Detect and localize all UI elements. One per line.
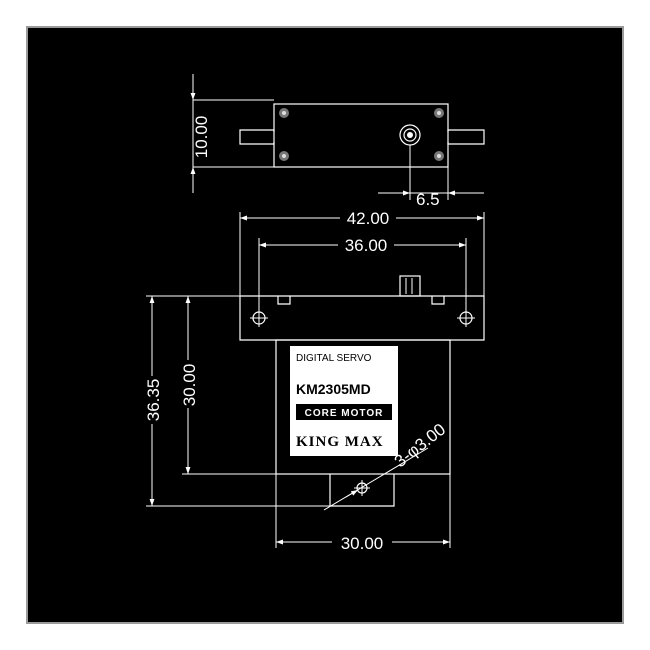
dim-horn-offset: 6.5 xyxy=(416,190,440,209)
output-shaft xyxy=(399,124,421,146)
dim-total-width: 42.00 xyxy=(347,209,390,228)
label-line3: CORE MOTOR xyxy=(305,408,384,419)
mount-holes xyxy=(250,309,475,327)
drawing-frame: 10.00 6.5 42.00 36.00 xyxy=(26,26,624,624)
servo-technical-drawing: 10.00 6.5 42.00 36.00 xyxy=(140,74,485,553)
servo-body xyxy=(275,339,451,475)
dim-body-width: 30.00 xyxy=(341,534,384,553)
hole-leader xyxy=(323,447,429,511)
top-view: 10.00 6.5 xyxy=(190,74,485,209)
shaft-side xyxy=(399,275,421,297)
top-right-tab xyxy=(447,129,485,145)
mount-flange xyxy=(239,295,485,341)
front-view: 42.00 36.00 DIGITAL SERVO K xyxy=(140,208,485,553)
wire-exit xyxy=(329,474,395,507)
label-model: KM2305MD xyxy=(296,381,371,397)
product-label: DIGITAL SERVO KM2305MD CORE MOTOR KING M… xyxy=(290,346,398,456)
dim-hole-note: 3-φ3.00 xyxy=(391,420,449,471)
label-line1: DIGITAL SERVO xyxy=(296,353,372,364)
label-brand: KING MAX xyxy=(296,434,384,450)
top-screws xyxy=(279,108,444,161)
dim-total-height: 36.35 xyxy=(144,379,163,422)
top-left-tab xyxy=(239,129,275,145)
dim-top-height: 10.00 xyxy=(192,116,211,159)
top-body xyxy=(273,103,449,168)
dim-body-height: 30.00 xyxy=(180,364,199,407)
dim-hole-spacing: 36.00 xyxy=(345,236,388,255)
